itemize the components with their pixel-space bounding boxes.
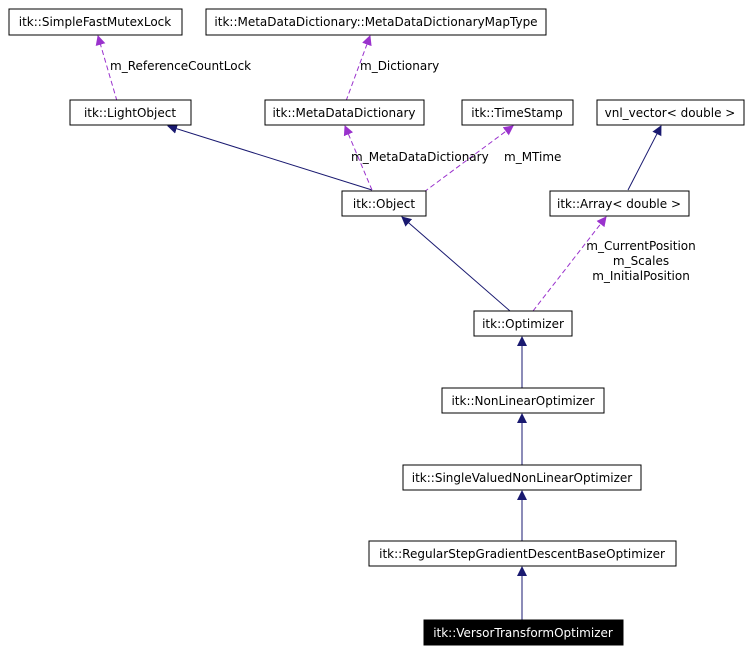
node-meta-data-dictionary-map-type[interactable]: itk::MetaDataDictionary::MetaDataDiction… — [205, 8, 547, 36]
node-regular-step-gradient-descent-base-optimizer[interactable]: itk::RegularStepGradientDescentBaseOptim… — [368, 540, 677, 567]
node-single-valued-non-linear-optimizer[interactable]: itk::SingleValuedNonLinearOptimizer — [402, 464, 642, 491]
svg-text:itk::SimpleFastMutexLock: itk::SimpleFastMutexLock — [19, 15, 172, 29]
label-dictionary: m_Dictionary — [360, 59, 439, 73]
node-simple-fast-mutex-lock[interactable]: itk::SimpleFastMutexLock — [8, 8, 183, 36]
node-non-linear-optimizer[interactable]: itk::NonLinearOptimizer — [441, 387, 605, 414]
svg-text:vnl_vector< double >: vnl_vector< double > — [605, 106, 736, 120]
svg-text:itk::RegularStepGradientDescen: itk::RegularStepGradientDescentBaseOptim… — [379, 547, 665, 561]
node-time-stamp[interactable]: itk::TimeStamp — [461, 99, 574, 126]
label-reference-count-lock: m_ReferenceCountLock — [110, 59, 251, 73]
node-light-object[interactable]: itk::LightObject — [69, 99, 192, 126]
edge-dictionary — [345, 35, 372, 102]
svg-text:itk::MetaDataDictionary::MetaD: itk::MetaDataDictionary::MetaDataDiction… — [214, 15, 537, 29]
label-scales: m_Scales — [613, 254, 669, 268]
label-initial-position: m_InitialPosition — [592, 269, 690, 283]
label-current-position: m_CurrentPosition — [586, 239, 695, 253]
node-array-double[interactable]: itk::Array< double > — [549, 190, 690, 217]
svg-text:itk::Array< double >: itk::Array< double > — [557, 197, 681, 211]
svg-text:itk::VersorTransformOptimizer: itk::VersorTransformOptimizer — [433, 626, 613, 640]
edge-labels: m_ReferenceCountLock m_Dictionary m_Meta… — [110, 59, 696, 283]
edges — [95, 35, 662, 620]
svg-text:itk::TimeStamp: itk::TimeStamp — [471, 106, 562, 120]
node-meta-data-dictionary[interactable]: itk::MetaDataDictionary — [264, 99, 425, 126]
svg-text:itk::LightObject: itk::LightObject — [84, 106, 176, 120]
node-versor-transform-optimizer: itk::VersorTransformOptimizer — [423, 619, 624, 646]
edge-meta-data-dictionary — [343, 125, 373, 191]
edge-optimizer-inherits-object — [401, 216, 511, 312]
edge-array-members — [532, 216, 607, 312]
svg-text:itk::NonLinearOptimizer: itk::NonLinearOptimizer — [451, 394, 594, 408]
label-meta-data-dictionary: m_MetaDataDictionary — [351, 150, 489, 164]
edge-object-inherits-light-object — [167, 123, 373, 191]
edge-array-inherits-vnl-vector — [627, 125, 662, 191]
node-object[interactable]: itk::Object — [341, 190, 427, 217]
edge-mtime — [423, 125, 514, 193]
svg-text:itk::Optimizer: itk::Optimizer — [482, 317, 564, 331]
svg-text:itk::SingleValuedNonLinearOpti: itk::SingleValuedNonLinearOptimizer — [412, 471, 633, 485]
svg-text:itk::MetaDataDictionary: itk::MetaDataDictionary — [272, 106, 415, 120]
edge-reference-count-lock — [95, 35, 118, 102]
label-mtime: m_MTime — [504, 150, 561, 164]
svg-text:itk::Object: itk::Object — [353, 197, 415, 211]
node-vnl-vector-double[interactable]: vnl_vector< double > — [596, 99, 745, 126]
node-optimizer[interactable]: itk::Optimizer — [473, 310, 573, 337]
